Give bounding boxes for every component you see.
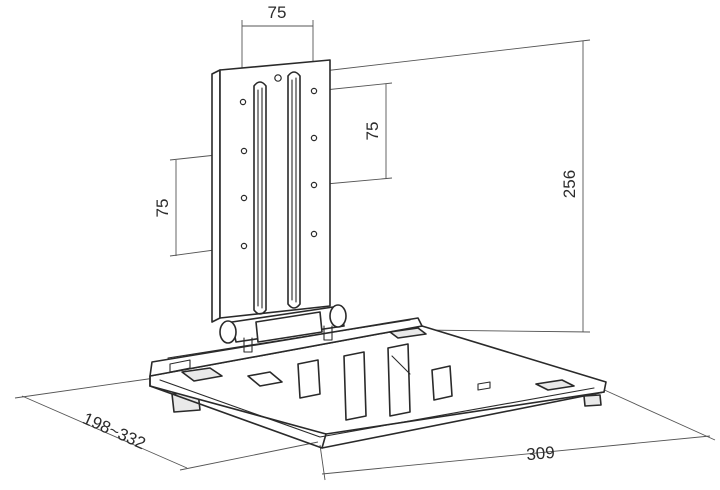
plate-face — [219, 59, 331, 319]
dim-ext-width-right — [599, 387, 716, 441]
tray-foot-right — [583, 394, 602, 407]
plate-hole-l1 — [239, 98, 247, 106]
dim-ext-depth-front — [179, 441, 319, 471]
plate-slot-left — [253, 81, 267, 315]
label-vesa-vertical-left: 75 — [153, 199, 172, 218]
dimension-lines — [14, 20, 716, 481]
plate-slot-right-inner — [291, 77, 297, 303]
hinge-pin-left — [219, 320, 237, 344]
label-vesa-vertical-right: 75 — [363, 122, 382, 141]
dim-ext-depth-back — [14, 377, 156, 399]
dim-ext-256-bottom — [419, 329, 591, 333]
dim-ext-256-top — [314, 39, 591, 73]
plate-hole-top — [274, 74, 282, 82]
label-depth: 198~332 — [80, 409, 149, 453]
tray-slot-2 — [297, 359, 321, 399]
hinge-leg-left — [243, 337, 253, 353]
plate-hole-r4 — [310, 230, 318, 238]
label-width: 309 — [526, 443, 556, 464]
tray-tab-left — [169, 359, 191, 373]
label-height: 256 — [560, 170, 579, 198]
plate-slot-left-inner — [257, 87, 263, 309]
vesa-plate — [211, 59, 331, 323]
hinge-pin-right — [329, 304, 347, 328]
tray-pad-back-left — [181, 367, 223, 382]
tray-slot-4 — [387, 343, 411, 417]
dim-ext-width-left — [319, 444, 326, 481]
hinge-leg-right — [323, 325, 333, 341]
tray-pad-front-right — [535, 379, 575, 391]
hinge-knuckle — [255, 311, 323, 343]
plate-side-thickness — [211, 69, 221, 323]
dim-line-309 — [321, 435, 711, 475]
label-vesa-horizontal: 75 — [268, 3, 287, 22]
plate-hole-l2 — [240, 147, 248, 155]
tray-slot-4-clip — [391, 355, 411, 375]
dim-line-depth — [21, 395, 188, 469]
plate-hole-r1 — [310, 87, 318, 95]
hinge-assembly — [219, 304, 347, 353]
tray-top-surface — [149, 325, 607, 435]
plate-hole-l4 — [240, 242, 248, 250]
base-tray — [149, 317, 607, 449]
tray-pad-back-right — [389, 327, 427, 339]
tray-slot-5 — [431, 365, 453, 401]
plate-hole-r2 — [310, 134, 318, 142]
tray-left-edge — [149, 385, 323, 449]
plate-slot-right — [287, 71, 301, 309]
tray-tab-right — [477, 381, 491, 391]
tray-inner-rim — [159, 379, 595, 438]
tray-slot-3 — [343, 351, 367, 421]
plate-hole-l3 — [240, 194, 248, 202]
plate-hole-r3 — [310, 181, 318, 189]
tray-slot-1 — [247, 371, 283, 387]
tray-back-rail-inner — [167, 319, 411, 359]
